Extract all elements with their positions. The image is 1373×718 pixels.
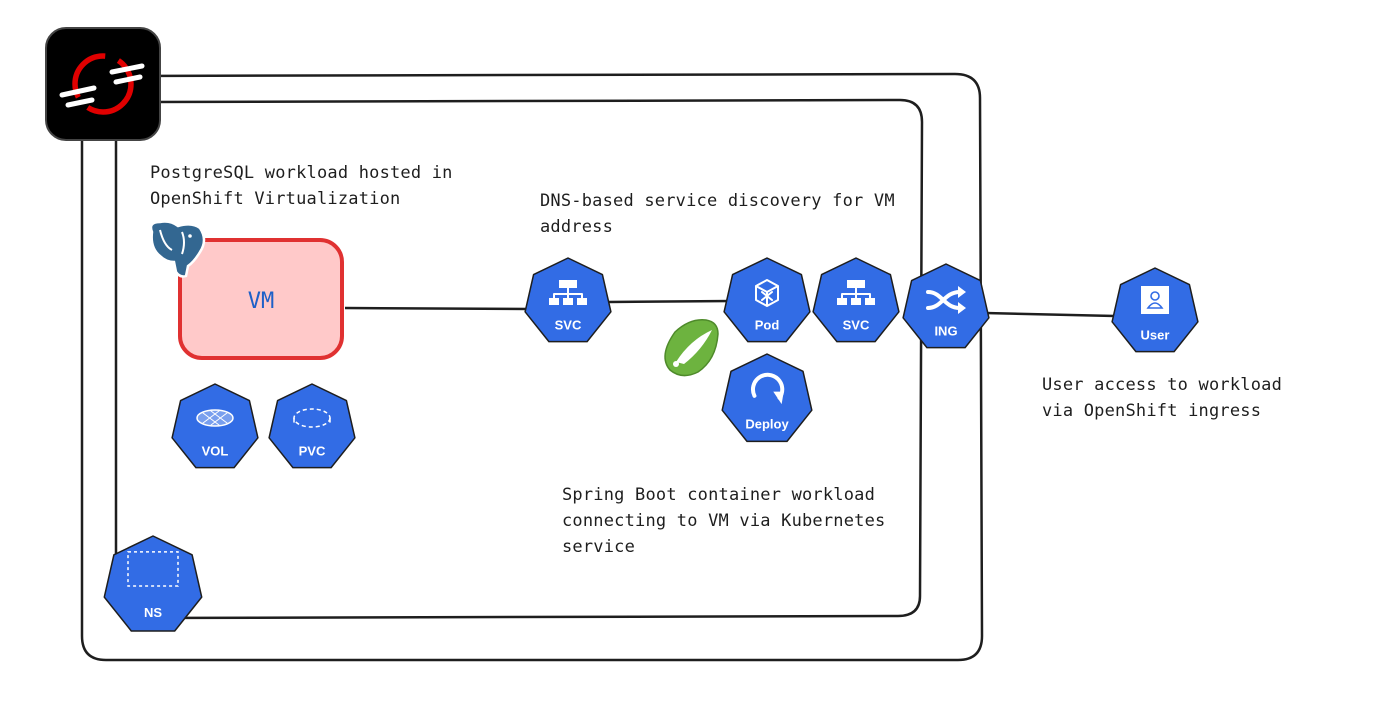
cluster-outer-boundary	[80, 72, 984, 662]
svc-left-icon	[549, 280, 587, 305]
svc-right-node-label: SVC	[843, 317, 870, 332]
connection-ing-to-user	[984, 311, 1116, 318]
openshift-logo	[45, 27, 161, 141]
pod-node[interactable]: Pod	[723, 257, 811, 343]
deploy-icon	[750, 372, 785, 405]
ns-node[interactable]: NS	[103, 535, 203, 632]
vol-icon	[196, 409, 234, 427]
pvc-node-label: PVC	[299, 443, 326, 458]
deploy-node[interactable]: Deploy	[721, 353, 813, 443]
svc-right-icon	[837, 280, 875, 305]
svc-left-node-label: SVC	[555, 317, 582, 332]
ns-node-label: NS	[144, 605, 162, 620]
vm-label: VM	[248, 289, 275, 314]
note-dns-service-discovery: DNS-based service discovery for VM addre…	[540, 191, 895, 237]
user-node-label: User	[1141, 327, 1170, 342]
pvc-node-shape	[268, 383, 356, 469]
note-spring-boot-workload: Spring Boot container workload connectin…	[562, 485, 886, 557]
ing-node[interactable]: ING	[902, 263, 990, 349]
ing-node-shape	[902, 263, 990, 349]
ing-node-label: ING	[934, 323, 957, 338]
pod-icon	[755, 279, 779, 307]
user-node[interactable]: User	[1111, 267, 1199, 353]
ns-icon	[127, 551, 179, 587]
deploy-node-shape	[721, 353, 813, 443]
pvc-icon	[293, 408, 331, 428]
user-icon	[1141, 286, 1169, 314]
connection-svc-to-pod	[607, 299, 733, 304]
svc-left-node[interactable]: SVC	[524, 257, 612, 343]
postgresql-elephant-icon	[149, 220, 206, 278]
vol-node[interactable]: VOL	[171, 383, 259, 469]
ns-node-shape	[103, 535, 203, 632]
svc-right-node[interactable]: SVC	[812, 257, 900, 343]
note-postgresql-workload: PostgreSQL workload hosted in OpenShift …	[150, 163, 453, 209]
vm-box[interactable]: VM	[178, 238, 344, 360]
spring-boot-logo	[664, 319, 719, 377]
deploy-node-label: Deploy	[745, 417, 789, 432]
ing-icon	[926, 286, 966, 314]
pod-node-label: Pod	[755, 317, 780, 332]
connection-vm-to-svc	[344, 306, 531, 311]
note-user-access: User access to workload via OpenShift in…	[1042, 375, 1283, 421]
pvc-node[interactable]: PVC	[268, 383, 356, 469]
vol-node-label: VOL	[202, 443, 229, 458]
